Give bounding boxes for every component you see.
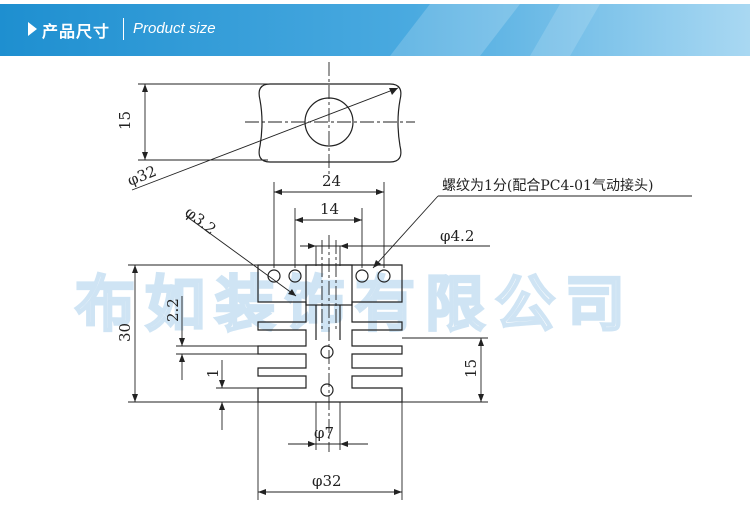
page-subtitle: Product size — [133, 20, 216, 37]
play-arrow-icon — [28, 22, 37, 36]
dim-bore-7: φ7 — [314, 424, 334, 442]
dim-top-diameter: φ32 — [125, 162, 159, 190]
page-title: 产品尺寸 — [42, 22, 111, 41]
dim-top-height: 15 — [116, 111, 134, 130]
top-view: 15 φ32 — [116, 62, 415, 191]
dim-hole-4-2: φ4.2 — [440, 227, 474, 245]
dim-hole-3-2: φ3.2 — [182, 203, 220, 238]
thread-note: 螺纹为1分(配合PC4-01气动接头) — [442, 177, 653, 194]
title-divider — [123, 18, 124, 40]
dim-fin-pitch: 2.2 — [164, 298, 182, 322]
dim-total-height: 30 — [116, 323, 134, 342]
dim-lower-height: 15 — [462, 359, 480, 378]
dim-width-24: 24 — [322, 172, 341, 190]
dim-width-14: 14 — [320, 200, 339, 218]
banner-background — [0, 0, 750, 58]
dim-bottom-diameter: φ32 — [312, 472, 342, 490]
dim-fin-thickness: 1 — [204, 368, 222, 378]
header-banner: 产品尺寸 Product size — [0, 0, 750, 58]
